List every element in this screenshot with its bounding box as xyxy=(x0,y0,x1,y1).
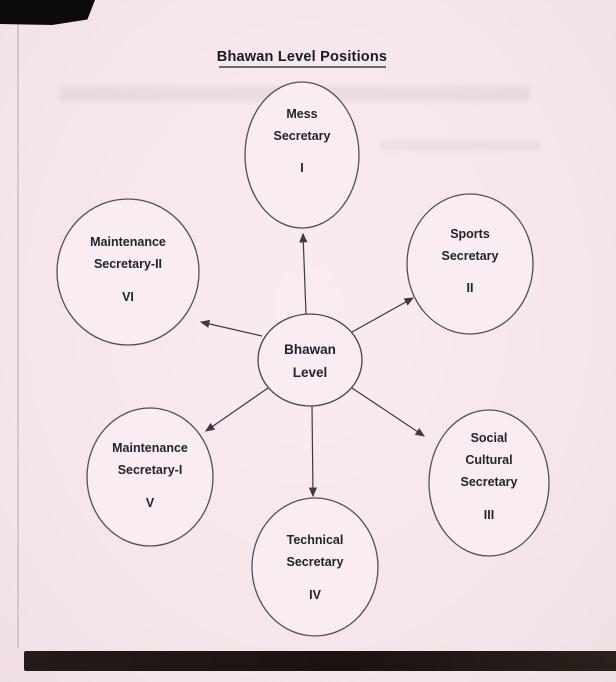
sports-secretary-label-line2: Secretary xyxy=(442,249,499,263)
scan-artifact-bottom-bar xyxy=(24,651,616,671)
sports-secretary-ellipse xyxy=(406,193,534,335)
technical-secretary-numeral: IV xyxy=(309,588,321,602)
mess-secretary-label-line1: Mess xyxy=(286,107,317,121)
node-sports-secretary: Sports Secretary II xyxy=(406,193,534,335)
node-technical-secretary: Technical Secretary IV xyxy=(251,497,379,637)
node-bhawan-level: Bhawan Level xyxy=(257,313,363,407)
social-cultural-secretary-ellipse xyxy=(428,409,550,557)
maintenance-secretary-i-numeral: V xyxy=(146,496,155,510)
bhawan-level-ellipse xyxy=(257,313,363,407)
diagram-title: Bhawan Level Positions xyxy=(217,49,387,65)
maintenance-secretary-ii-numeral: VI xyxy=(122,290,134,304)
scan-artifact-ghost-band-2 xyxy=(380,140,540,150)
maintenance-secretary-ii-label-line1: Maintenance xyxy=(90,235,166,249)
node-mess-secretary: Mess Secretary I xyxy=(244,81,360,229)
scan-artifact-page-edge xyxy=(17,24,19,648)
node-maintenance-secretary-ii: Maintenance Secretary-II VI xyxy=(56,198,200,346)
mess-secretary-numeral: I xyxy=(300,161,303,175)
social-cultural-secretary-label-line3: Secretary xyxy=(461,475,518,489)
technical-secretary-label-line1: Technical xyxy=(287,533,344,547)
mess-secretary-ellipse xyxy=(244,81,360,229)
arrow-center-to-maintenance-secretary-ii xyxy=(199,319,263,337)
sports-secretary-label-line1: Sports xyxy=(450,227,490,241)
arrow-center-to-technical-secretary xyxy=(308,405,317,498)
technical-secretary-ellipse xyxy=(251,497,379,637)
social-cultural-secretary-label-line2: Cultural xyxy=(465,453,512,467)
arrow-center-to-maintenance-secretary-i xyxy=(205,387,269,432)
maintenance-secretary-ii-label-line2: Secretary-II xyxy=(94,257,162,271)
arrow-center-to-social-cultural-secretary xyxy=(351,387,425,437)
social-cultural-secretary-numeral: III xyxy=(484,508,494,522)
mess-secretary-label-line2: Secretary xyxy=(274,129,331,143)
maintenance-secretary-i-ellipse xyxy=(86,407,214,547)
node-social-cultural-secretary: Social Cultural Secretary III xyxy=(428,409,550,557)
sports-secretary-numeral: II xyxy=(467,281,474,295)
bhawan-level-label-line1: Bhawan xyxy=(284,342,336,357)
bhawan-level-label-line2: Level xyxy=(293,365,328,380)
maintenance-secretary-i-label-line2: Secretary-I xyxy=(118,463,183,477)
technical-secretary-label-line2: Secretary xyxy=(287,555,344,569)
arrow-center-to-sports-secretary xyxy=(351,297,415,333)
node-maintenance-secretary-i: Maintenance Secretary-I V xyxy=(86,407,214,547)
maintenance-secretary-i-label-line1: Maintenance xyxy=(112,441,188,455)
arrow-center-to-mess-secretary xyxy=(299,232,308,315)
maintenance-secretary-ii-ellipse xyxy=(56,198,200,346)
social-cultural-secretary-label-line1: Social xyxy=(471,431,508,445)
